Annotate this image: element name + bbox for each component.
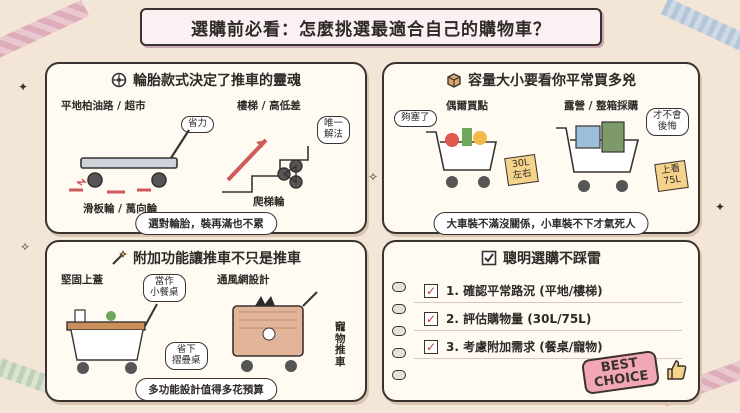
panel-wheels-heading: 輪胎款式決定了推車的靈魂 [47,70,365,90]
checklist-item: ✓ 1. 確認平常路況 (平地/樓梯) [424,282,603,299]
best-choice-badge: BEST CHOICE [581,349,661,396]
only-solution-bubble: 唯一 解法 [317,116,351,144]
no-regret-bubble: 才不會 後悔 [646,108,689,136]
panel-features-heading: 附加功能讓推車不只是推車 [47,248,365,268]
star-icon: ✧ [20,240,31,254]
pet-cart-illustration [225,290,321,376]
ventilation-label: 通風網設計 [217,274,270,286]
panel-capacity: 容量大小要看你平常買多兇 偶爾買點 夠塞了 30L 左右 露營 / 整箱採購 才… [382,62,700,235]
checkmark-icon: ✓ [424,311,438,326]
checkbox-icon [481,250,497,266]
stairs-label: 樓梯 / 高低差 [237,100,301,112]
panel-capacity-heading: 容量大小要看你平常買多兇 [384,70,698,90]
checklist-item-text: 2. 評估購物量 (30L/75L) [446,312,592,326]
decorative-tape [0,0,90,59]
bulk-label: 露營 / 整箱採購 [564,100,639,112]
skate-wheel-label: 滑板輪 / 萬向輪 [83,203,158,215]
panel-wheels: 輪胎款式決定了推車的靈魂 平地柏油路 / 超市 省力 滑板輪 / 萬向輪 樓梯 … [45,62,367,235]
checklist-item-text: 1. 確認平常路況 (平地/樓梯) [446,284,603,298]
star-icon: ✧ [368,170,379,184]
panel-features: 附加功能讓推車不只是推車 堅固上蓋 當作 小餐桌 省下 摺疊桌 通風網設計 寵 … [45,240,367,402]
checklist-item: ✓ 2. 評估購物量 (30L/75L) [424,310,591,327]
checkmark-icon: ✓ [424,283,438,298]
panel-features-caption: 多功能設計值得多花預算 [135,378,277,401]
large-cart-illustration [554,120,646,200]
checklist-item-text: 3. 考慮附加需求 (餐桌/寵物) [446,340,603,354]
star-icon: ✦ [715,200,726,214]
stair-wheel-label: 爬梯輪 [253,196,285,208]
magic-wand-icon [111,250,127,266]
notebook-ring [392,282,406,292]
decorative-tape [660,0,740,57]
save-table-bubble: 省下 摺疊桌 [165,342,208,370]
notebook-ring [392,304,406,314]
capacity-30l-tag: 30L 左右 [504,153,539,186]
flat-trolley-illustration [67,124,197,196]
small-table-bubble: 當作 小餐桌 [143,274,186,302]
checkmark-icon: ✓ [424,339,438,354]
panel-heading: 容量大小要看你平常買多兇 [468,73,636,89]
panel-capacity-caption: 大車裝不滿沒關係，小車裝不下才氣死人 [433,212,649,235]
wheel-icon [111,72,127,88]
checklist-item: ✓ 3. 考慮附加需求 (餐桌/寵物) [424,338,603,355]
occasional-label: 偶爾買點 [446,100,488,112]
stair-climber-illustration [222,118,317,196]
star-icon: ✦ [18,80,29,94]
thumbs-up-icon [664,358,688,382]
notebook-line [414,302,682,303]
panel-checklist: 聰明選購不踩雷 ✓ 1. 確認平常路況 (平地/樓梯) ✓ 2. 評估購物量 (… [382,240,700,402]
page-title: 選購前必看：怎麼挑選最適合自己的購物車？ [191,19,551,40]
notebook-line [414,358,682,359]
lid-cart-illustration [61,300,161,376]
notebook-ring [392,326,406,336]
enough-bubble: 夠塞了 [394,110,437,127]
box-icon [446,72,462,88]
small-cart-illustration [424,126,504,196]
panel-heading: 輪胎款式決定了推車的靈魂 [133,73,301,89]
notebook-ring [392,370,406,380]
panel-checklist-heading: 聰明選購不踩雷 [384,248,698,268]
capacity-75l-tag: 上看 75L [654,159,689,192]
effort-saving-bubble: 省力 [181,116,215,133]
sturdy-lid-label: 堅固上蓋 [61,274,103,286]
notebook-ring [392,348,406,358]
panel-heading: 附加功能讓推車不只是推車 [133,251,301,267]
pet-cart-label: 寵 物 推 車 [335,321,346,368]
panel-heading: 聰明選購不踩雷 [503,251,601,267]
page-title-banner: 選購前必看：怎麼挑選最適合自己的購物車？ [140,8,602,46]
panel-wheels-caption: 選對輪胎，裝再滿也不累 [135,212,277,235]
notebook-line [414,330,682,331]
flat-road-label: 平地柏油路 / 超市 [61,100,146,112]
